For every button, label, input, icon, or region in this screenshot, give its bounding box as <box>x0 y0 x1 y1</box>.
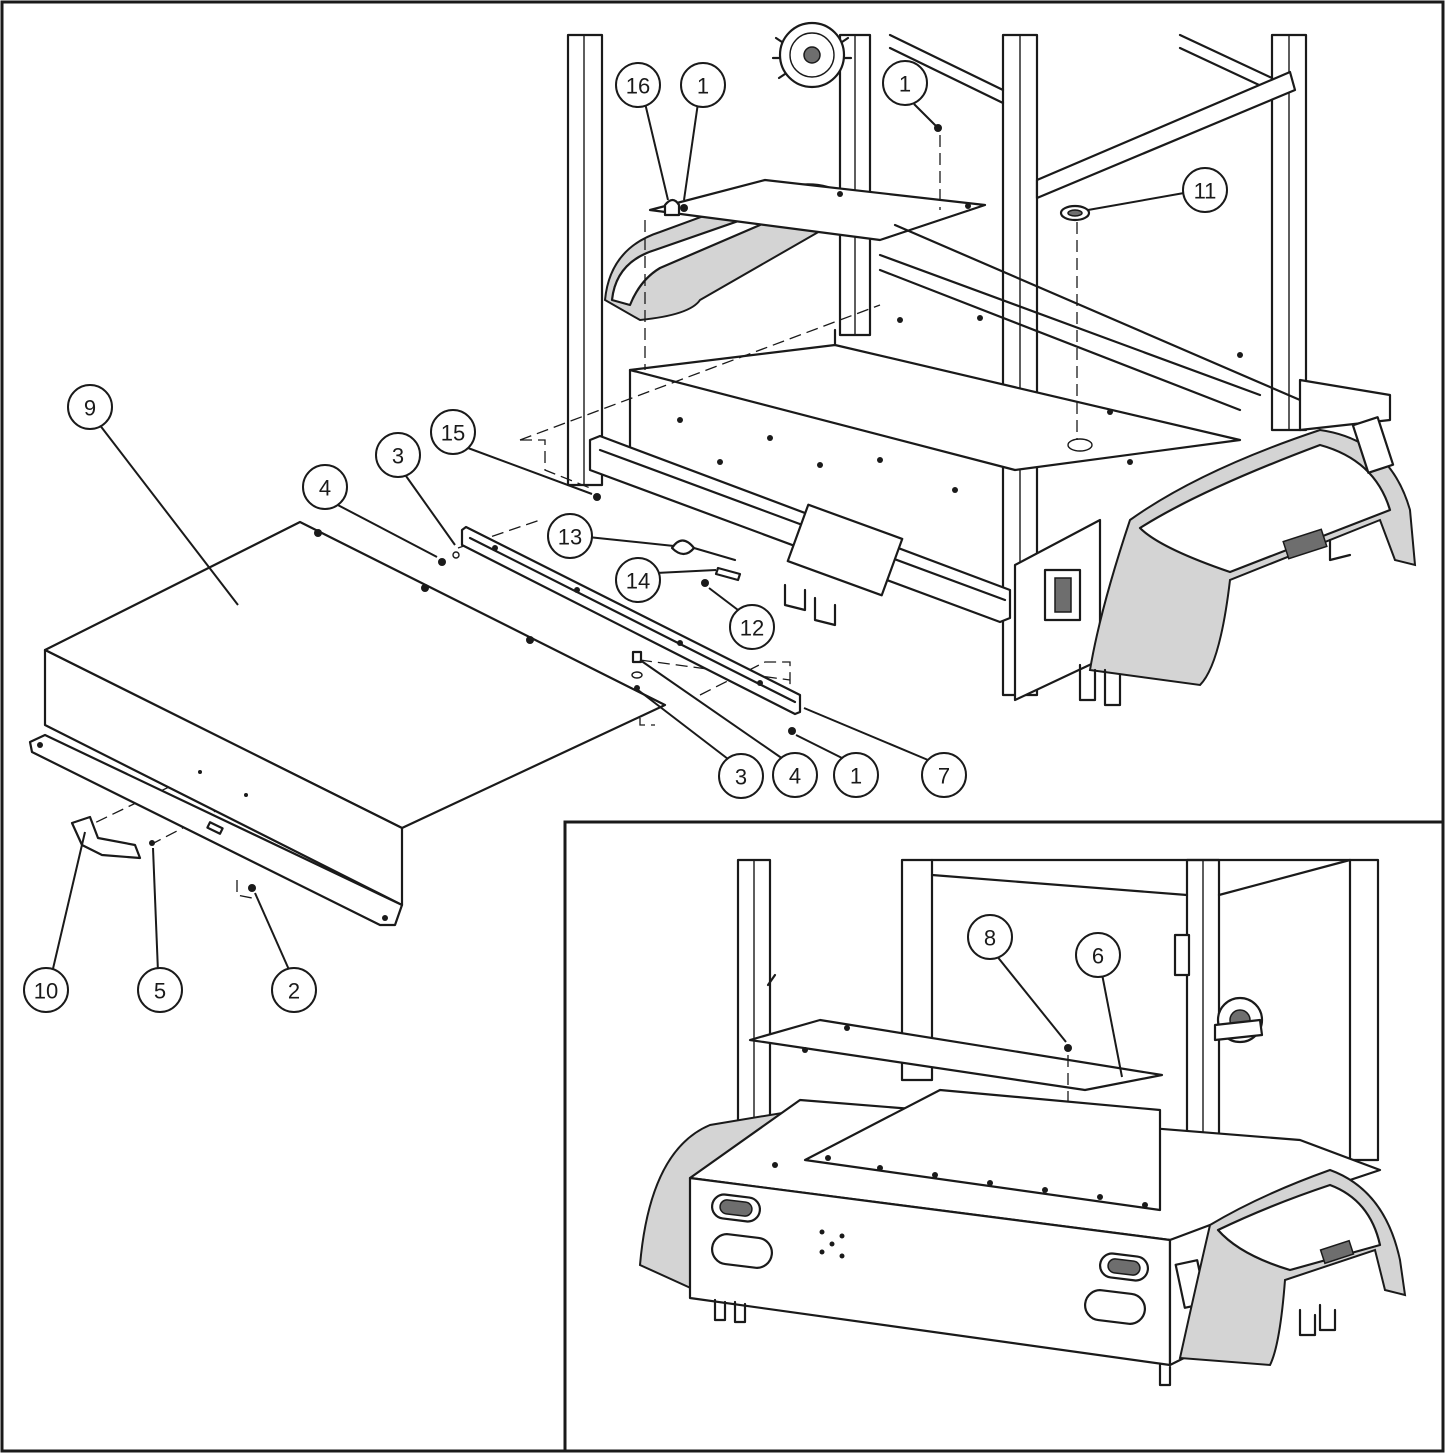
inset-plate-6 <box>748 1018 1164 1092</box>
svg-text:4: 4 <box>319 476 331 501</box>
svg-text:7: 7 <box>938 764 950 789</box>
svg-text:9: 9 <box>84 396 96 421</box>
callout-4-lower: 4 <box>772 752 818 798</box>
callout-2: 2 <box>271 967 317 1013</box>
inset-view <box>563 820 1445 1453</box>
svg-text:3: 3 <box>392 444 404 469</box>
svg-text:1: 1 <box>899 72 911 97</box>
latch-13 <box>670 539 696 556</box>
pin-14 <box>714 566 742 582</box>
callout-5: 5 <box>137 967 183 1013</box>
callout-14: 14 <box>615 557 661 603</box>
callout-8: 8 <box>967 914 1013 960</box>
callout-13: 13 <box>547 513 593 559</box>
callout-4-upper: 4 <box>302 464 348 510</box>
main-assembly-view <box>28 21 1417 974</box>
callout-3-lower: 3 <box>718 753 764 799</box>
svg-text:2: 2 <box>288 979 300 1004</box>
svg-text:11: 11 <box>1194 179 1217 204</box>
callout-3-upper: 3 <box>375 432 421 478</box>
callout-9: 9 <box>67 384 113 430</box>
callout-7: 7 <box>921 752 967 798</box>
callout-15: 15 <box>430 409 476 455</box>
svg-text:10: 10 <box>34 979 58 1004</box>
callout-6: 6 <box>1075 932 1121 978</box>
callout-10: 10 <box>23 967 69 1013</box>
callout-1-top-right: 1 <box>882 60 928 106</box>
svg-text:8: 8 <box>984 926 996 951</box>
svg-text:3: 3 <box>735 765 747 790</box>
callout-1-lower: 1 <box>833 752 879 798</box>
svg-text:1: 1 <box>850 764 862 789</box>
svg-text:5: 5 <box>154 979 166 1004</box>
upright-left-front <box>566 33 604 487</box>
svg-text:12: 12 <box>740 616 764 641</box>
callout-16: 16 <box>615 62 661 108</box>
svg-text:14: 14 <box>626 569 650 594</box>
svg-text:1: 1 <box>697 74 709 99</box>
winch-gear <box>771 21 853 89</box>
leader-lines <box>51 102 1185 974</box>
svg-text:4: 4 <box>789 764 801 789</box>
callout-11: 11 <box>1182 167 1228 213</box>
svg-text:6: 6 <box>1092 944 1104 969</box>
callout-12: 12 <box>729 604 775 650</box>
svg-text:16: 16 <box>626 74 650 99</box>
base-frame-floor <box>628 343 1242 472</box>
center-plate <box>648 178 987 242</box>
svg-text:13: 13 <box>558 525 582 550</box>
handle-10 <box>70 815 142 860</box>
callout-1-top-left: 1 <box>680 62 726 108</box>
svg-text:15: 15 <box>441 421 465 446</box>
hinge-strip <box>460 525 802 716</box>
